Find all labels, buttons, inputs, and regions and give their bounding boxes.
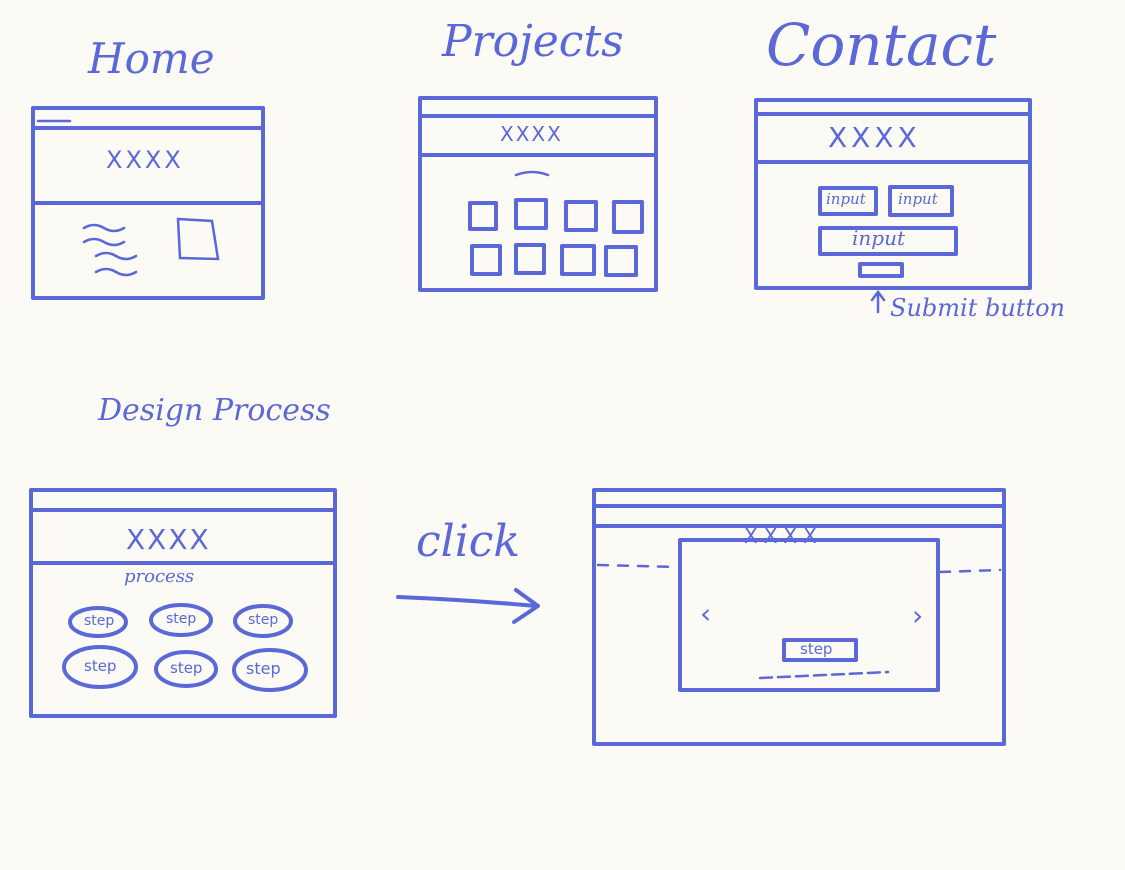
text-line: [82, 237, 126, 247]
contact-input-small-2[interactable]: input: [898, 190, 938, 208]
process-label: process: [124, 566, 195, 587]
click-label: click: [416, 516, 521, 567]
modal-step-button[interactable]: step: [800, 640, 833, 658]
project-thumbnail: [468, 201, 498, 231]
process-step-1[interactable]: step: [84, 613, 115, 629]
submit-button-note: Submit button: [890, 294, 1065, 322]
chevron-right-icon[interactable]: ›: [912, 599, 924, 632]
project-thumbnail: [560, 244, 596, 276]
text-line: [94, 267, 138, 277]
process-step-3[interactable]: step: [248, 612, 279, 628]
chevron-left-icon[interactable]: ‹: [700, 597, 712, 630]
home-header-placeholder: XXXX: [106, 146, 184, 174]
contact-title: Contact: [766, 11, 997, 79]
process-wireframe: [29, 488, 337, 718]
project-thumbnail: [564, 200, 598, 232]
submit-button-shape: [858, 262, 904, 278]
modal-header-placeholder: XXXX: [744, 524, 823, 548]
process-step-2[interactable]: step: [166, 611, 197, 627]
subtitle-scribble: [514, 170, 550, 177]
process-step-5[interactable]: step: [170, 659, 203, 677]
projects-wireframe: [418, 96, 658, 292]
projects-header-placeholder: XXXX: [500, 122, 563, 146]
text-line: [82, 223, 126, 233]
process-header-placeholder: XXXX: [126, 523, 211, 556]
modal-wireframe: [592, 488, 1006, 746]
project-thumbnail: [470, 244, 502, 276]
contact-wireframe: [754, 98, 1032, 314]
project-thumbnail: [612, 200, 644, 234]
pointer-arrow: [870, 289, 886, 314]
contact-header-placeholder: XXXX: [828, 121, 921, 154]
transition-arrow: [396, 588, 540, 624]
contact-input-wide[interactable]: input: [852, 226, 905, 250]
contact-input-small-1[interactable]: input: [826, 190, 866, 208]
project-thumbnail: [514, 243, 546, 275]
design-process-title: Design Process: [98, 393, 331, 428]
project-thumbnail: [604, 245, 638, 277]
process-step-4[interactable]: step: [84, 657, 117, 675]
home-wireframe: [31, 106, 265, 300]
home-title: Home: [88, 34, 215, 83]
projects-title: Projects: [442, 16, 624, 67]
project-thumbnail: [514, 198, 548, 230]
process-step-6[interactable]: step: [246, 659, 281, 678]
image-placeholder: [176, 217, 220, 261]
text-line: [94, 251, 138, 261]
